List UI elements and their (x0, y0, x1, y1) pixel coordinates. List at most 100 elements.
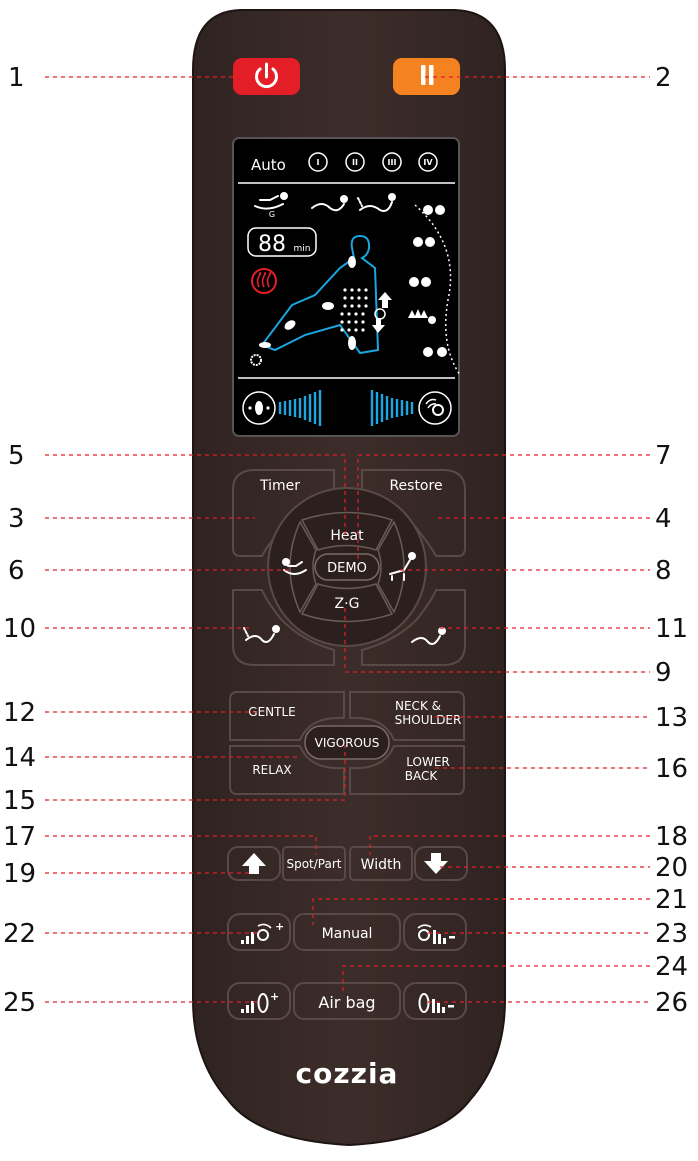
timer-display (247, 227, 317, 257)
gear-icon (250, 354, 262, 366)
vigorous-button[interactable]: VIGOROUS (304, 725, 390, 760)
auto-label: Auto (251, 156, 286, 174)
callout-10: 10 (3, 614, 36, 644)
brand-logo: cozzia (296, 1057, 399, 1090)
callout-26: 26 (655, 988, 688, 1018)
callout-17: 17 (3, 822, 36, 852)
callout-20: 20 (655, 853, 688, 883)
gentle-label: GENTLE (248, 705, 295, 719)
power-button[interactable] (233, 58, 300, 95)
relax-button[interactable]: RELAX (229, 745, 345, 795)
body-figure-icon (259, 234, 392, 355)
airbag-label: Air bag (318, 993, 375, 1012)
neck-label-1: NECK & (395, 699, 441, 713)
recline-icon (311, 195, 348, 212)
heat-label: Heat (330, 528, 364, 544)
up-arrow-icon (242, 853, 266, 874)
up-arrow-button[interactable] (227, 846, 281, 881)
callout-22: 22 (3, 919, 36, 949)
airbag-left-bars (278, 390, 322, 426)
callout-4: 4 (655, 504, 672, 534)
level-indicators: I II III IV (308, 152, 438, 172)
power-icon (255, 62, 278, 89)
manual-label: Manual (322, 926, 373, 942)
intensity-right-bars (370, 390, 414, 426)
airbag-up-icon: + (241, 990, 279, 1013)
callout-24: 24 (655, 952, 688, 982)
intensity-down-icon (417, 924, 455, 944)
svg-text:+: + (275, 920, 284, 933)
relax-label: RELAX (252, 763, 291, 777)
callout-9: 9 (655, 658, 672, 688)
callout-11: 11 (655, 614, 688, 644)
level-2: II (352, 158, 358, 167)
timer-digits: 88 (258, 232, 286, 257)
airbag-button[interactable]: Air bag (293, 982, 401, 1020)
callout-21: 21 (655, 885, 688, 915)
heat-button[interactable]: Heat (300, 511, 394, 551)
g-label: G (269, 210, 275, 219)
callout-23: 23 (655, 919, 688, 949)
down-arrow-button[interactable] (414, 846, 468, 881)
callout-15: 15 (3, 786, 36, 816)
timer-unit: min (294, 244, 311, 254)
recline-back-icon (282, 558, 307, 575)
leg-rest-down-button[interactable] (361, 589, 466, 666)
vigorous-label: VIGOROUS (315, 736, 380, 750)
airbag-down-button[interactable] (403, 982, 467, 1020)
intensity-up-icon: + (241, 920, 284, 944)
callout-18: 18 (655, 822, 688, 852)
callout-1: 1 (8, 63, 25, 93)
demo-button[interactable]: DEMO (314, 553, 380, 581)
pause-icon (421, 65, 434, 85)
callout-8: 8 (655, 556, 672, 586)
leg-rest-icon (357, 193, 396, 212)
leg-rest-up-icon (243, 625, 280, 643)
airbag-left-icon (242, 391, 276, 425)
intensity-up-button[interactable]: + (227, 913, 291, 951)
width-label: Width (361, 857, 402, 873)
restore-button[interactable]: Restore (361, 469, 466, 557)
restore-label: Restore (389, 478, 442, 494)
leg-rest-down-icon (411, 627, 446, 645)
callout-13: 13 (655, 703, 688, 733)
callout-6: 6 (8, 556, 25, 586)
neck-label-2: SHOULDER (395, 713, 462, 727)
callout-numbers: 1 2 3 4 5 6 7 8 9 10 11 12 13 14 15 16 1… (3, 63, 688, 1018)
callout-5: 5 (8, 441, 25, 471)
heat-icon (251, 268, 277, 294)
callout-3: 3 (8, 504, 25, 534)
lcd-screen: Auto I II III IV G 88 (232, 137, 461, 437)
callout-7: 7 (655, 441, 672, 471)
demo-label: DEMO (327, 561, 367, 576)
level-3: III (388, 158, 397, 167)
intensity-down-button[interactable] (403, 913, 467, 951)
lower-back-button[interactable]: LOWER BACK (349, 745, 465, 795)
airbag-up-button[interactable]: + (227, 982, 291, 1020)
level-1: I (317, 158, 320, 167)
spot-label: Spot/Part (286, 857, 341, 871)
timer-label: Timer (259, 478, 300, 494)
callout-lines (45, 76, 650, 1003)
width-button[interactable]: Width (349, 846, 413, 881)
intensity-right-icon (418, 391, 452, 425)
callout-12: 12 (3, 698, 36, 728)
gentle-button[interactable]: GENTLE (229, 691, 345, 741)
leg-rest-up-button[interactable] (232, 589, 335, 666)
recline-forward-button[interactable] (377, 520, 416, 614)
manual-button[interactable]: Manual (293, 913, 401, 951)
lower-label-1: LOWER (406, 755, 450, 769)
recline-back-button[interactable] (282, 520, 317, 614)
zero-gravity-button[interactable]: Z·G (300, 583, 394, 623)
lower-label-2: BACK (405, 769, 439, 783)
callout-14: 14 (3, 743, 36, 773)
down-arrow-icon (424, 853, 448, 874)
svg-text:+: + (270, 990, 279, 1003)
spot-part-button[interactable]: Spot/Part (282, 846, 346, 881)
level-4: IV (423, 158, 433, 167)
massage-hand-icons (408, 205, 447, 357)
callout-16: 16 (655, 754, 688, 784)
callout-19: 19 (3, 859, 36, 889)
zg-label: Z·G (335, 596, 360, 612)
